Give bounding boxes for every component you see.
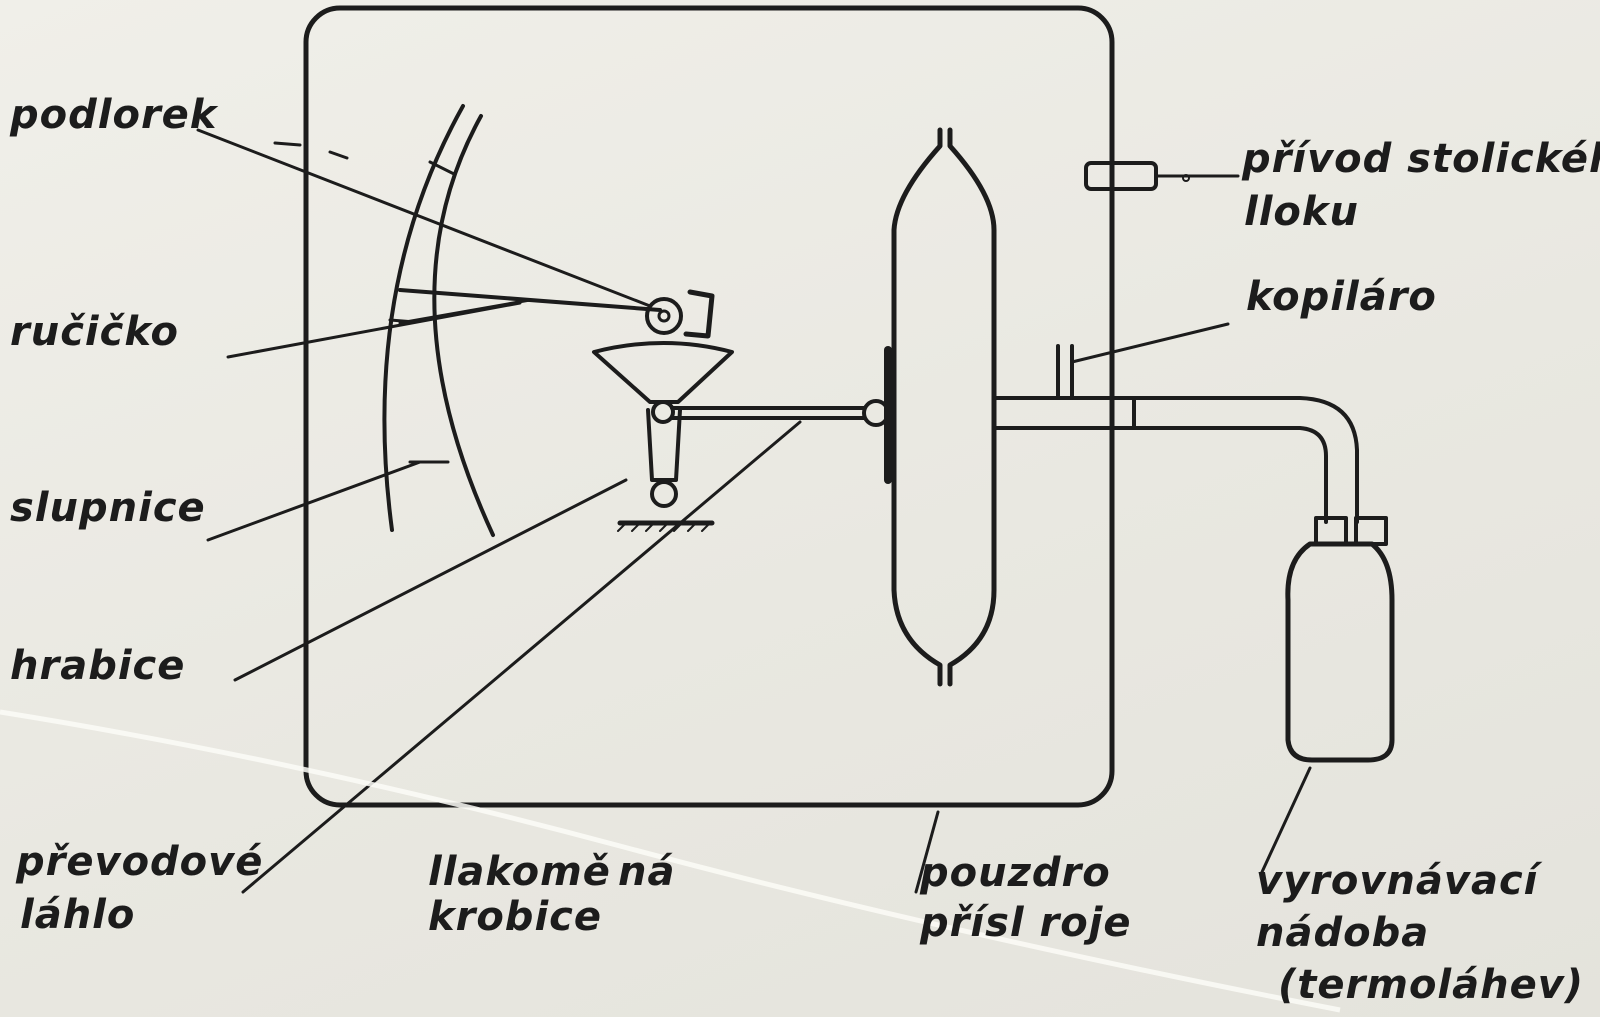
label-nadoba: nádoba (1256, 910, 1429, 956)
leader-kapilara (1070, 322, 1230, 364)
label-rucicka: ručičko (10, 309, 179, 355)
label-tahlo: láhlo (20, 892, 135, 938)
label-podlorek: podlorek (9, 92, 219, 138)
leader-prevodove (241, 420, 802, 894)
capillary (1056, 344, 1074, 400)
static-pressure-inlet (1084, 161, 1158, 191)
label-prevodove: převodové (15, 839, 263, 885)
leader-podlorek (196, 128, 652, 308)
leader-hrabice (233, 478, 628, 682)
label-tlakomerna: llakomě (428, 849, 611, 895)
equalizing-vessel (1285, 476, 1395, 763)
leader-lines (196, 128, 1312, 894)
label-krabice: krobice (428, 894, 602, 940)
transmission-rod (670, 399, 890, 427)
label-tlakomerna-end: ná (618, 849, 675, 895)
leader-vyrovnavaci (1260, 766, 1312, 874)
label-pouzdro: pouzdro (919, 850, 1111, 896)
label-vyrovnavaci: vyrovnávací (1256, 858, 1543, 904)
rake-mechanism (592, 341, 734, 532)
pointer (398, 288, 715, 339)
pressure-capsule (884, 127, 997, 687)
label-privod: přívod stolického (1241, 136, 1600, 182)
leader-stupnice (206, 460, 422, 542)
leader-rucicka (226, 301, 522, 359)
paper-fold (0, 709, 1341, 1013)
leader-pouzdro (914, 810, 940, 894)
label-tlaku: lloku (1244, 189, 1359, 235)
label-termolahev: (termoláhev) (1278, 962, 1584, 1008)
label-kapilara: kopiláro (1246, 274, 1437, 320)
label-stupnice: slupnice (10, 485, 206, 531)
label-hrabice: hrabice (10, 643, 185, 689)
capsule-tubing (992, 396, 1359, 480)
label-pristroje: přísl roje (919, 900, 1132, 946)
